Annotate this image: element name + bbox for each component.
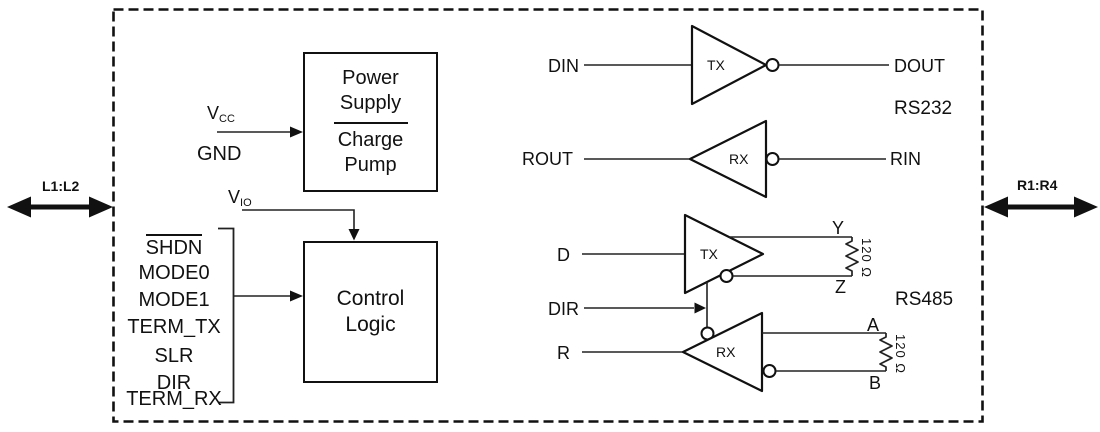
power-supply-line4: Pump — [344, 154, 397, 176]
control-logic-block: Control Logic — [303, 241, 438, 383]
a-label: A — [867, 315, 880, 335]
b-label: B — [869, 373, 882, 393]
left-port-arrow-icon — [7, 196, 113, 218]
vio-subscript: IO — [240, 197, 252, 209]
rs485-section-label: RS485 — [895, 289, 954, 310]
dout-label: DOUT — [894, 56, 945, 76]
vio-wire — [242, 209, 355, 229]
control-logic-line2: Logic — [345, 313, 396, 336]
vcc-subscript: CC — [219, 113, 235, 125]
pin-dir: DIR — [156, 372, 192, 394]
rs485-rx-receiver-icon — [681, 311, 764, 393]
r-label: R — [557, 343, 570, 363]
power-supply-line1: Power — [342, 67, 399, 89]
rs232-tx-buffer-icon — [690, 24, 768, 106]
left-port-label: L1:L2 — [42, 178, 80, 194]
y-label: Y — [832, 218, 845, 238]
vcc-pin-label: VCC — [207, 104, 235, 125]
din-label: DIN — [548, 56, 579, 76]
chip-boundary — [112, 8, 984, 423]
pin-shdn: SHDN — [116, 234, 232, 258]
rs232-rx-gate-label: RX — [729, 151, 749, 167]
d-label: D — [557, 245, 570, 265]
pin-mode1: MODE1 — [138, 289, 210, 311]
rout-label: ROUT — [522, 149, 573, 169]
control-logic-line1: Control — [336, 287, 405, 310]
vio-arrowhead-icon — [348, 229, 360, 241]
rin-label: RIN — [890, 149, 921, 169]
right-port-label: R1:R4 — [1017, 177, 1058, 193]
control-inputs-bracket — [218, 227, 235, 404]
term-rx-value-label: 120 Ω — [893, 334, 908, 375]
power-supply-line2: Supply — [339, 92, 402, 114]
control-arrowhead-icon — [290, 290, 303, 302]
dir-arrowhead-icon — [694, 302, 706, 314]
rs485-rx-gate-label: RX — [716, 344, 736, 360]
vcc-base: V — [207, 103, 220, 123]
rs485-z-invert-bubble-icon — [719, 269, 734, 283]
rs232-tx-gate-label: TX — [707, 57, 725, 73]
power-supply-line3: Charge — [337, 129, 404, 151]
vio-pin-label: VIO — [228, 188, 252, 209]
pin-mode0: MODE0 — [138, 262, 210, 284]
term-tx-value-label: 120 Ω — [859, 238, 874, 279]
shdn-overline-label: SHDN — [145, 234, 203, 258]
gnd-pin-label: GND — [197, 143, 242, 165]
vio-base: V — [228, 187, 241, 207]
rs232-section-label: RS232 — [894, 98, 953, 119]
pin-term-rx: TERM_RX — [126, 388, 222, 410]
pin-slr: SLR — [154, 345, 194, 367]
power-supply-divider — [333, 122, 408, 124]
z-label: Z — [835, 277, 846, 297]
power-supply-block: Power Supply Charge Pump — [303, 52, 438, 192]
pin-term-tx: TERM_TX — [127, 316, 221, 338]
rs232-rx-buffer-icon — [688, 119, 768, 199]
term-rx-resistor-icon — [879, 333, 893, 371]
rs485-tx-gate-label: TX — [700, 246, 718, 262]
right-port-arrow-icon — [984, 196, 1098, 218]
dir-label: DIR — [548, 299, 579, 319]
rs485-b-invert-bubble-icon — [762, 364, 777, 378]
vcc-arrowhead-icon — [290, 126, 303, 138]
term-tx-resistor-icon — [845, 237, 859, 276]
rs232-tx-invert-bubble-icon — [765, 58, 780, 72]
rs232-rx-invert-bubble-icon — [765, 152, 780, 166]
